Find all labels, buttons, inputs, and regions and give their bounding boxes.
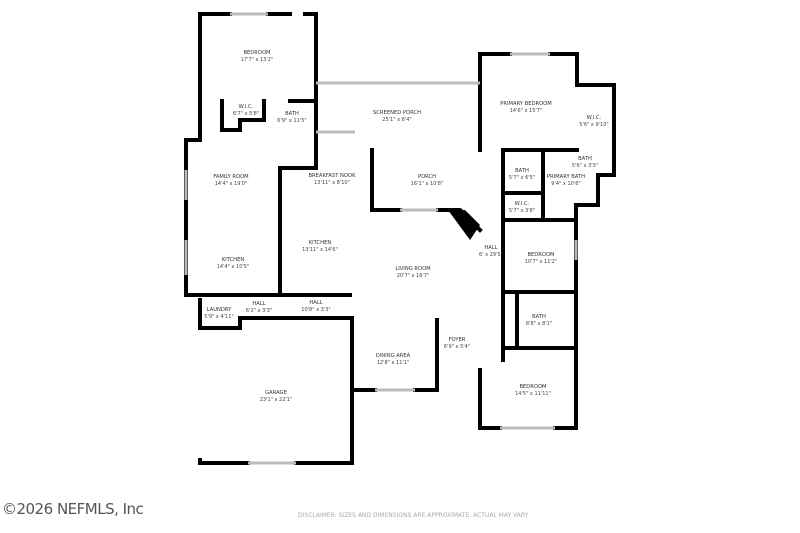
room-name: SCREENED PORCH (373, 110, 421, 116)
room-size: 13'11" x 8'10" (314, 180, 350, 186)
room-name: FOYER (449, 337, 466, 343)
room-name: DINING AREA (376, 353, 411, 359)
room-size: 10'8" x 3'3" (301, 307, 330, 313)
room-name: GARAGE (265, 390, 287, 396)
room-name: LAUNDRY (207, 307, 233, 313)
room-name: BATH (578, 156, 592, 162)
room-size: 25'1" x 8'4" (382, 117, 411, 123)
room-size: 5'6" x 9'10" (579, 122, 608, 128)
room-size: 8'8" x 8'1" (526, 321, 552, 327)
room-size: 6'9" x 11'5" (277, 118, 306, 124)
room-size: 16'1" x 10'8" (411, 181, 444, 187)
room-size: 5'9" x 4'11" (204, 314, 233, 320)
room-size: 12'8" x 11'1" (377, 360, 410, 366)
room-size: 5'6" x 3'3" (572, 163, 598, 169)
room-size: 9'4" x 10'6" (551, 181, 580, 187)
room-name: BATH (285, 111, 299, 117)
room-name: BEDROOM (527, 252, 554, 258)
room-size: 14'5" x 11'11" (515, 391, 551, 397)
room-size: 14'4" x 19'0" (215, 181, 248, 187)
disclaimer: DISCLAIMER: SIZES AND DIMENSIONS ARE APP… (298, 512, 530, 519)
fireplace (448, 210, 480, 240)
room-size: 13'11" x 14'6" (302, 247, 338, 253)
room-name: W.I.C. (587, 115, 602, 121)
room-size: 14'4" x 10'5" (217, 264, 250, 270)
room-name: PRIMARY BATH (547, 174, 585, 180)
room-size: 17'7" x 13'2" (241, 57, 274, 63)
room-name: BEDROOM (519, 384, 546, 390)
room-name: BEDROOM (243, 50, 270, 56)
room-size: 10'7" x 11'2" (525, 259, 558, 265)
watermark: ©2026 NEFMLS, Inc (2, 500, 144, 518)
room-name: BREAKFAST NOOK (308, 173, 356, 179)
room-name: PRIMARY BEDROOM (500, 101, 551, 107)
room-name: LIVING ROOM (395, 266, 430, 272)
room-size: 20'7" x 16'7" (397, 273, 430, 279)
room-name: HALL (252, 301, 265, 307)
room-size: 23'1" x 22'1" (260, 397, 293, 403)
room-name: HALL (484, 245, 497, 251)
room-size: 6'2" x 3'3" (246, 308, 272, 314)
room-size: 5'7" x 6'5" (509, 175, 535, 181)
room-size: 6'9" x 5'4" (444, 344, 470, 350)
windows (184, 12, 578, 465)
room-name: HALL (309, 300, 322, 306)
room-size: 14'6" x 15'7" (510, 108, 543, 114)
room-name: BATH (515, 168, 529, 174)
room-size: 6'7" x 5'8" (233, 111, 259, 117)
room-name: BATH (532, 314, 546, 320)
room-name: W.I.C. (239, 104, 254, 110)
room-name: FAMILY ROOM (213, 174, 248, 180)
room-name: W.I.C. (515, 201, 530, 207)
room-name: KITCHEN (222, 257, 245, 263)
room-size: 5'7" x 3'8" (509, 208, 535, 214)
room-name: PORCH (418, 174, 436, 180)
room-name: KITCHEN (309, 240, 332, 246)
room-size: 6' x 29'5" (479, 252, 503, 258)
